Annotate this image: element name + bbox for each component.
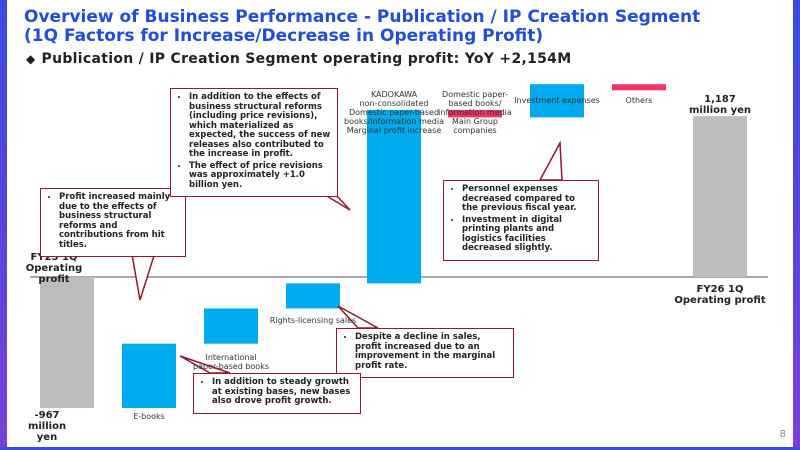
callout-rights: Despite a decline in sales, profit incre… [336,328,514,378]
label-rights-licensing-sales-line: Rights-licensing sales [269,316,357,326]
callout-bullet: Investment in digital printing plants an… [462,215,592,254]
callout-investment: Personnel expenses decreased compared to… [443,180,599,261]
value-label-start-line: million yen [27,421,67,443]
callout-bullet: The effect of price revisions was approx… [189,161,331,191]
callout-international: In addition to steady growth at existing… [193,373,361,414]
label-kadokawa-domestic-line: KADOKAWA [370,90,418,99]
callout-bullet: Profit increased mainly due to the effec… [59,192,179,250]
value-label-start-line: -967 [34,410,60,421]
label-domestic-group-companies-line: information media [438,108,512,117]
label-investment-expenses-line: Investment expenses [514,96,600,105]
value-label-end-line: million yen [688,105,752,116]
label-fy25-1q-operating-profit-line: FY25 1Q [30,252,78,263]
label-fy26-1q-operating-profit-line: FY26 1Q [696,284,744,295]
label-domestic-group-companies-line: Domestic paper- [442,90,508,99]
bar-intl [204,308,258,344]
right-frame-stripe [793,0,800,450]
bar-ebooks [122,343,176,409]
left-frame-stripe [0,0,7,450]
label-e-books-line: E-books [133,412,165,422]
bar-kadokawa [367,109,421,284]
callout-bullet: Despite a decline in sales, profit incre… [355,332,507,371]
callout-bullet: In addition to steady growth at existing… [212,377,354,407]
label-kadokawa-domestic-line: Marginal profit increase [346,126,442,135]
page-title-line-2: (1Q Factors for Increase/Decrease in Ope… [24,26,544,46]
label-others-line: Others [625,96,653,105]
page-title: Overview of Business Performance - Publi… [24,8,700,46]
label-kadokawa-domestic-line: Domestic paper-based [348,108,440,117]
label-domestic-group-companies: Domestic paper-based books/information m… [438,90,512,135]
bar-start [40,277,94,409]
diamond-bullet-icon: ◆ [26,52,36,66]
label-domestic-group-companies-line: Main Group [452,117,498,126]
value-label-end-line: 1,187 [704,94,736,105]
bar-end [693,116,747,277]
label-domestic-group-companies-line: based books/ [448,99,502,108]
label-fy26-1q-operating-profit-line: Operating profit [674,295,766,306]
label-investment-expenses: Investment expenses [508,96,606,105]
label-international-paper-books-line: paper-based books [192,361,269,371]
callout-start: Profit increased mainly due to the effec… [40,188,186,257]
page-title-line-1: Overview of Business Performance - Publi… [24,7,701,27]
label-kadokawa-domestic-line: non-consolidated [359,99,429,108]
callout-kadokawa: In addition to the effects of business s… [170,88,338,197]
callout-bullet: In addition to the effects of business s… [189,92,331,160]
callout-investment-pointer [538,140,563,181]
label-others: Others [608,96,670,105]
label-international-paper-books-line: International [205,352,257,362]
label-rights-licensing-sales: Rights-licensing sales [256,316,370,325]
callout-bullet: Personnel expenses decreased compared to… [462,184,592,214]
page-number: 8 [779,429,786,440]
headline: ◆ Publication / IP Creation Segment opera… [26,51,571,67]
label-kadokawa-domestic-line: books/information media [344,117,444,126]
label-domestic-group-companies-line: companies [453,126,497,135]
bottom-frame-stripe [0,447,800,450]
bar-others [612,84,666,91]
label-fy25-1q-operating-profit-line: Operating profit [25,263,83,285]
bar-domestic_group [448,109,502,118]
label-e-books: E-books [116,412,182,421]
bar-investment [530,84,584,118]
headline-text: Publication / IP Creation Segment operat… [41,51,572,67]
bar-rights [286,283,340,309]
